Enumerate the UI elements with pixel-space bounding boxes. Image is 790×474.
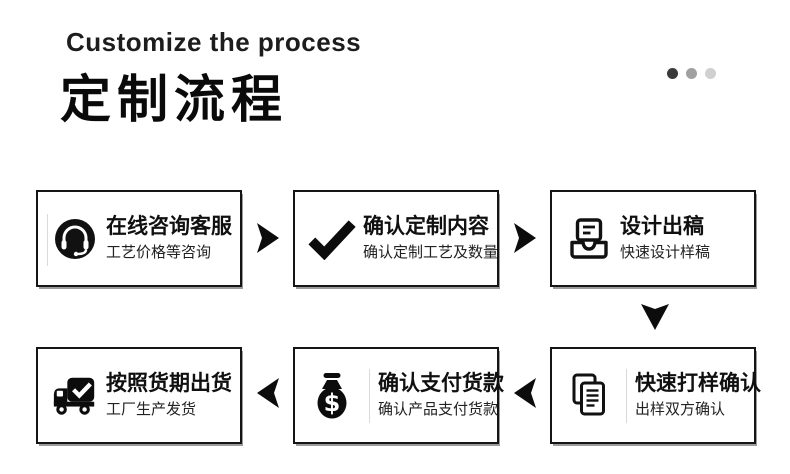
arrow-down-icon [641,304,669,330]
divider [47,214,48,266]
sample-documents-icon [565,371,613,421]
divider [626,368,627,423]
step-box-design-draft: 设计出稿 快速设计样稿 [550,190,756,287]
dot-medium [686,68,697,79]
step-box-sample-confirm: 快速打样确认 出样双方确认 [550,347,761,444]
step-box-confirm-content: 确认定制内容 确认定制工艺及数量 [293,190,499,287]
step-title: 设计出稿 [620,215,704,239]
tagline-english: Customize the process [66,27,362,57]
delivery-truck-icon [51,371,99,421]
svg-text:$: $ [324,389,341,417]
step-subtitle: 工厂生产发货 [106,401,197,419]
step-title: 在线咨询客服 [106,215,232,239]
dot-dark [667,68,678,79]
arrow-left-icon [514,378,536,408]
step-title: 按照货期出货 [106,372,232,396]
step-subtitle: 出样双方确认 [635,401,726,419]
step-box-online-consult: 在线咨询客服 工艺价格等咨询 [36,190,242,287]
dot-light [705,68,716,79]
step-title: 确认支付货款 [378,372,504,396]
step-subtitle: 确认产品支付货款 [378,401,499,419]
arrow-right-icon [514,223,536,253]
pagination-dots [667,68,716,79]
step-title: 快速打样确认 [635,372,761,396]
step-subtitle: 工艺价格等咨询 [106,244,212,262]
step-box-shipping: 按照货期出货 工厂生产发货 [36,347,242,444]
arrow-left-icon [257,378,279,408]
step-box-payment: $ 确认支付货款 确认产品支付货款 [293,347,504,444]
divider [369,368,370,423]
step-subtitle: 快速设计样稿 [620,244,711,262]
step-title: 确认定制内容 [363,215,489,239]
design-draft-icon [565,214,613,264]
money-bag-icon: $ [308,371,356,421]
checkmark-icon [308,214,356,264]
customer-service-headset-icon [51,214,99,264]
page-title: 定制流程 [60,71,289,128]
step-subtitle: 确认定制工艺及数量 [363,244,499,262]
arrow-right-icon [257,223,279,253]
